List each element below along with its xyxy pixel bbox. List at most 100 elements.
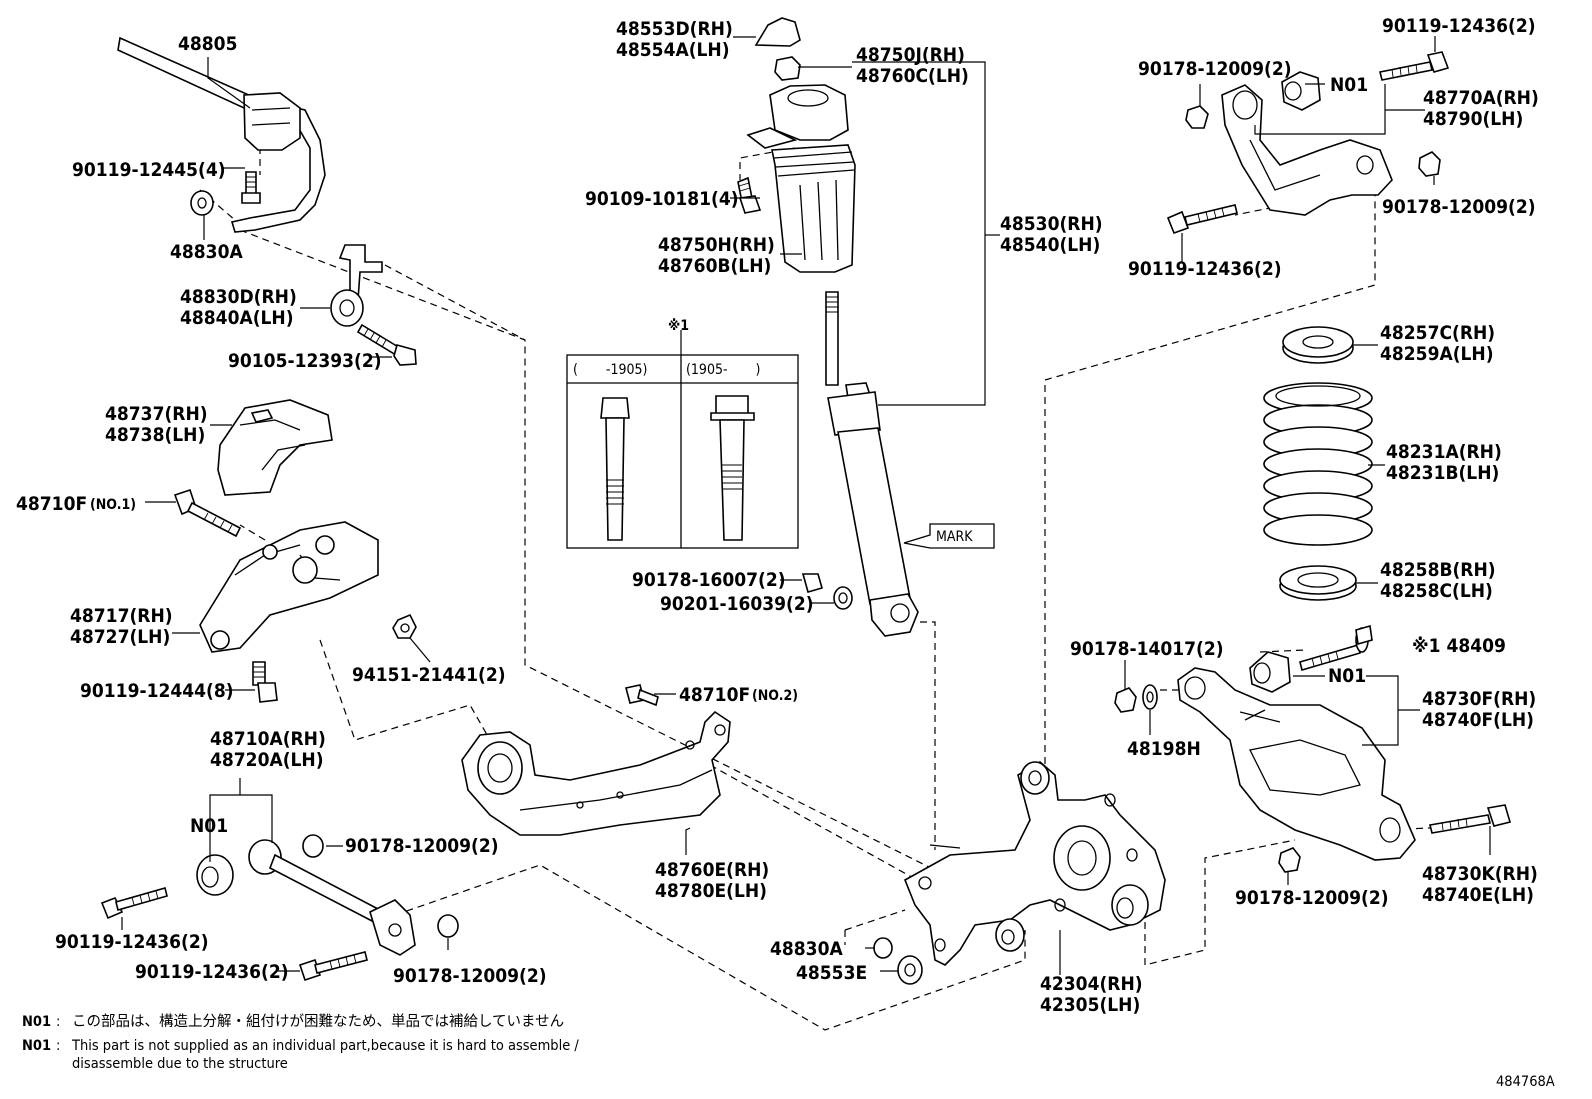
toe-arm-bushing (1281, 71, 1321, 111)
label-upper-arm-nut-b: 90178-12009(2) (393, 965, 547, 987)
label-spring-lh: 48231B(LH) (1386, 462, 1499, 484)
label-mount-cap-lh: 48554A(LH) (616, 39, 730, 61)
label-mount-nut-lh: 48760C(LH) (856, 65, 969, 87)
label-bracket-bolt: 90119-12444(8) (80, 680, 234, 702)
label-trailing-arm-bolt: 48710F (679, 684, 750, 706)
label-trailing-arm-bolt-note: (NO.2) (752, 688, 798, 704)
label-mount-cap-rh: 48553D(RH) (616, 18, 733, 40)
footnote-key-jp: N01 (22, 1014, 51, 1030)
mount-cap (754, 17, 801, 47)
toe-arm-bolt-bottom (1166, 204, 1238, 235)
label-toe-arm-nut: 90178-12009(2) (1138, 58, 1292, 80)
spring-lower-seat (1279, 565, 1357, 601)
knuckle-bushing (873, 937, 893, 959)
lower-arm-cam-bolt (1299, 624, 1373, 672)
label-lower-arm-cam: ※1 48409 (1412, 635, 1506, 657)
upper-mount (746, 84, 849, 149)
label-lower-arm-bolt-lh: 48740E(LH) (1422, 884, 1534, 906)
label-boot-bolt: 90109-10181(4) (585, 188, 739, 210)
label-table-col2: (1905- ) (686, 362, 760, 378)
label-lower-arm-nut-b: 90178-12009(2) (1235, 887, 1389, 909)
label-stab-link-bolt: 90105-12393(2) (228, 350, 382, 372)
mount-bolt-no1 (173, 488, 242, 538)
label-spring-lower-seat-lh: 48258C(LH) (1380, 580, 1493, 602)
footnote-en-2: disassemble due to the structure (72, 1056, 288, 1072)
lower-arm-bushing (1249, 651, 1291, 693)
bolt-new-icon (710, 395, 755, 541)
label-spring-upper-seat-rh: 48257C(RH) (1380, 322, 1495, 344)
label-trailing-arm-rh: 48760E(RH) (655, 859, 769, 881)
stabilizer-bushing (190, 190, 214, 216)
label-knuckle-rh: 42304(RH) (1040, 973, 1143, 995)
dust-boot (771, 144, 856, 273)
label-mount-bolt-1: 48710F (16, 493, 87, 515)
shock-nut (801, 573, 823, 593)
label-spring-lower-seat-rh: 48258B(RH) (1380, 559, 1496, 581)
footnote-jp-text: : (56, 1014, 60, 1030)
label-shock-nut: 90178-16007(2) (632, 569, 786, 591)
label-ref-mark: ※1 (668, 318, 689, 334)
label-shock-lh: 48540(LH) (1000, 234, 1100, 256)
label-shock-washer: 90201-16039(2) (660, 593, 814, 615)
stabilizer-link-bolt (356, 323, 417, 366)
bolt-variant-table (566, 330, 799, 549)
lower-arm-washer (1142, 684, 1158, 710)
label-mount-nut-rh: 48750J(RH) (856, 44, 965, 66)
mount-nut (774, 56, 801, 81)
label-upper-arm-lh: 48720A(LH) (210, 749, 324, 771)
bracket-bolt (252, 661, 278, 703)
label-stab-bolt: 90119-12445(4) (72, 159, 226, 181)
mark-callout (903, 523, 995, 549)
footnote-en-colon: : (56, 1038, 60, 1054)
label-upper-arm-nut: 90178-12009(2) (345, 835, 499, 857)
label-bracket-rh: 48717(RH) (70, 605, 173, 627)
lower-arm-bolt (1429, 804, 1512, 834)
part-labels: 48805 90119-12445(4) 48830A 48830D(RH) 4… (16, 15, 1539, 1016)
footnote-en-1: This part is not supplied as an individu… (71, 1038, 579, 1054)
label-toe-arm-lh: 48790(LH) (1423, 108, 1523, 130)
leader-lines (121, 36, 1491, 975)
label-stab-bush: 48830A (170, 241, 243, 263)
label-spring-rh: 48231A(RH) (1386, 441, 1502, 463)
label-knuckle-cap: 48553E (796, 962, 867, 984)
lower-arm-nut-b (1278, 847, 1301, 873)
label-toe-arm-n01: N01 (1330, 74, 1368, 96)
footnote-key-en: N01 (22, 1038, 51, 1054)
bolt-old-icon (600, 397, 630, 541)
label-boot-lh: 48760B(LH) (658, 255, 771, 277)
label-mount-bolt-1-note: (NO.1) (90, 497, 136, 513)
stabilizer-link (330, 244, 383, 327)
label-stab-bar: 48805 (178, 33, 237, 55)
label-mark: MARK (936, 529, 973, 545)
label-upper-arm-bolt-a: 90119-12436(2) (55, 931, 209, 953)
toe-arm-bolt-top (1379, 51, 1450, 81)
toe-arm-nut-r (1418, 151, 1441, 177)
label-lower-arm-nut: 90178-14017(2) (1070, 638, 1224, 660)
stabilizer-bar (117, 36, 326, 233)
toe-arm-nut (1185, 105, 1209, 129)
figure-id: 484768A (1496, 1074, 1555, 1090)
label-bracket-nut: 94151-21441(2) (352, 664, 506, 686)
footnotes: N01 : この部品は、構造上分解・組付けが困難なため、単品では補給していません… (22, 1013, 579, 1072)
upper-arm-bushing (196, 854, 234, 896)
trailing-arm-bolt (625, 684, 659, 707)
label-knuckle-bush: 48830A (770, 938, 843, 960)
label-boot-rh: 48750H(RH) (658, 234, 775, 256)
label-toe-arm-nut-r: 90178-12009(2) (1382, 196, 1536, 218)
upper-arm-nut-b (437, 914, 459, 938)
label-toe-arm-bolt-bottom: 90119-12436(2) (1128, 258, 1282, 280)
toe-arm (1221, 84, 1393, 216)
label-lower-arm-n01: N01 (1328, 665, 1366, 687)
label-lower-arm-lh: 48740F(LH) (1422, 709, 1534, 731)
shock-absorber (825, 291, 919, 637)
trailing-arm (461, 710, 731, 836)
label-lower-arm-bolt-rh: 48730K(RH) (1422, 863, 1538, 885)
stabilizer-bolt (241, 171, 261, 204)
label-lower-arm-rh: 48730F(RH) (1422, 688, 1536, 710)
upper-arm-nut (302, 834, 324, 858)
lower-arm-nut (1114, 687, 1137, 713)
label-table-col1: ( -1905) (573, 362, 647, 378)
label-upper-arm-n01: N01 (190, 815, 228, 837)
footnote-jp: この部品は、構造上分解・組付けが困難なため、単品では補給していません (72, 1013, 564, 1030)
